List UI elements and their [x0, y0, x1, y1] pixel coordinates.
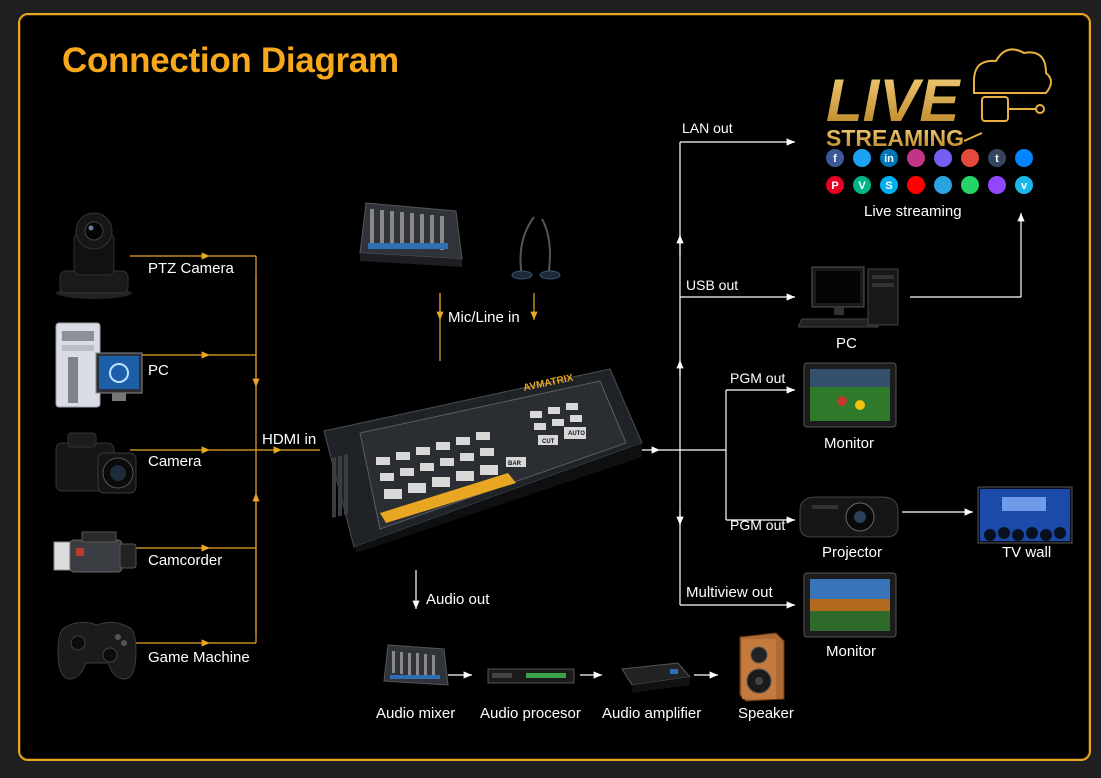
game-controller-device: [57, 621, 137, 680]
switcher-auto-key: AUTO: [568, 431, 585, 437]
destination-label-projector: Projector: [822, 544, 883, 561]
audio-chain-label-amplifier: Audio amplifier: [602, 705, 702, 722]
youtube-icon: [907, 176, 925, 194]
social-icons-grid: f in t P V S v: [826, 149, 1033, 194]
destination-label-monitor-2: Monitor: [826, 643, 877, 660]
vine-icon: [853, 176, 871, 194]
microphones-device: [511, 216, 561, 280]
multiview-out-label: Multiview out: [686, 584, 773, 601]
lan-out-label: LAN out: [682, 120, 733, 136]
destination-label-live-streaming: Live streaming: [864, 203, 962, 220]
audio-mixer-device: [383, 644, 449, 686]
hdmi-in-label: HDMI in: [262, 431, 317, 448]
speaker-device: [739, 632, 785, 702]
telegram-icon: [934, 176, 952, 194]
audio-out-label: Audio out: [426, 591, 490, 608]
projector-device: [799, 496, 899, 538]
destination-label-monitor-1: Monitor: [824, 435, 875, 452]
connection-lines: [130, 138, 1025, 679]
svg-text:V: V: [858, 180, 866, 192]
linkedin-icon: [880, 149, 898, 167]
skype-icon: [880, 176, 898, 194]
pgm-out-label-1: PGM out: [730, 370, 786, 386]
input-label-camera: Camera: [148, 453, 202, 470]
audio-chain-label-speaker: Speaker: [738, 705, 794, 722]
output-lines: [412, 138, 1025, 679]
vimeo-icon: [1015, 176, 1033, 194]
input-lines: [130, 252, 538, 647]
svg-text:in: in: [884, 153, 894, 165]
viber-icon: [934, 149, 952, 167]
tv-wall-device: [977, 486, 1073, 544]
whatsapp-icon: [961, 176, 979, 194]
ptz-camera-device: [56, 212, 132, 299]
audio-processor-device: [487, 668, 575, 684]
svg-text:t: t: [995, 153, 999, 165]
social-icons-row-1: [826, 149, 1033, 167]
facebook-icon: [826, 149, 844, 167]
diagram-frame: Connection Diagram: [18, 13, 1091, 761]
audio-chain-label-processor: Audio procesor: [480, 705, 581, 722]
social-icons-row-2: [826, 176, 1033, 194]
mixer-device: [359, 202, 463, 267]
destination-label-tv-wall: TV wall: [1002, 544, 1052, 561]
live-streaming-logo: LIVE STREAMING: [826, 48, 1052, 147]
pc-output-device: [798, 266, 899, 328]
instagram-icon: [907, 149, 925, 167]
tumblr-icon: [988, 149, 1006, 167]
usb-out-label: USB out: [686, 277, 739, 293]
diagram-title: Connection Diagram: [62, 41, 399, 80]
pc-input-device: [55, 322, 143, 408]
camera-device: [55, 432, 137, 494]
switcher-bar-key: BAR: [508, 461, 522, 467]
svg-text:S: S: [885, 180, 892, 192]
input-label-pc: PC: [148, 362, 169, 379]
switcher-cut-key: CUT: [542, 439, 555, 445]
monitor-1-device: [803, 362, 897, 428]
camcorder-device: [53, 531, 137, 573]
monitor-2-device: [803, 572, 897, 638]
logo-live-text: LIVE: [826, 67, 961, 134]
audio-amplifier-device: [621, 662, 691, 693]
messenger-icon: [1015, 149, 1033, 167]
logo-streaming-text: STREAMING: [826, 125, 964, 147]
pinterest-icon: [826, 176, 844, 194]
pgm-out-label-2: PGM out: [730, 517, 786, 533]
svg-text:f: f: [833, 153, 837, 165]
audio-chain-label-mixer: Audio mixer: [376, 705, 456, 722]
input-label-game-machine: Game Machine: [148, 649, 250, 666]
svg-text:v: v: [1021, 180, 1028, 192]
twitter-icon: [853, 149, 871, 167]
svg-text:P: P: [831, 180, 838, 192]
input-label-camcorder: Camcorder: [148, 552, 223, 569]
mic-line-in-label: Mic/Line in: [448, 309, 520, 326]
destination-label-pc: PC: [836, 335, 857, 352]
twitch-icon: [988, 176, 1006, 194]
periscope-icon: [961, 149, 979, 167]
input-label-ptz-camera: PTZ Camera: [148, 260, 234, 277]
video-switcher-device: AVMATRIX BAR CUT AUTO: [323, 368, 643, 553]
